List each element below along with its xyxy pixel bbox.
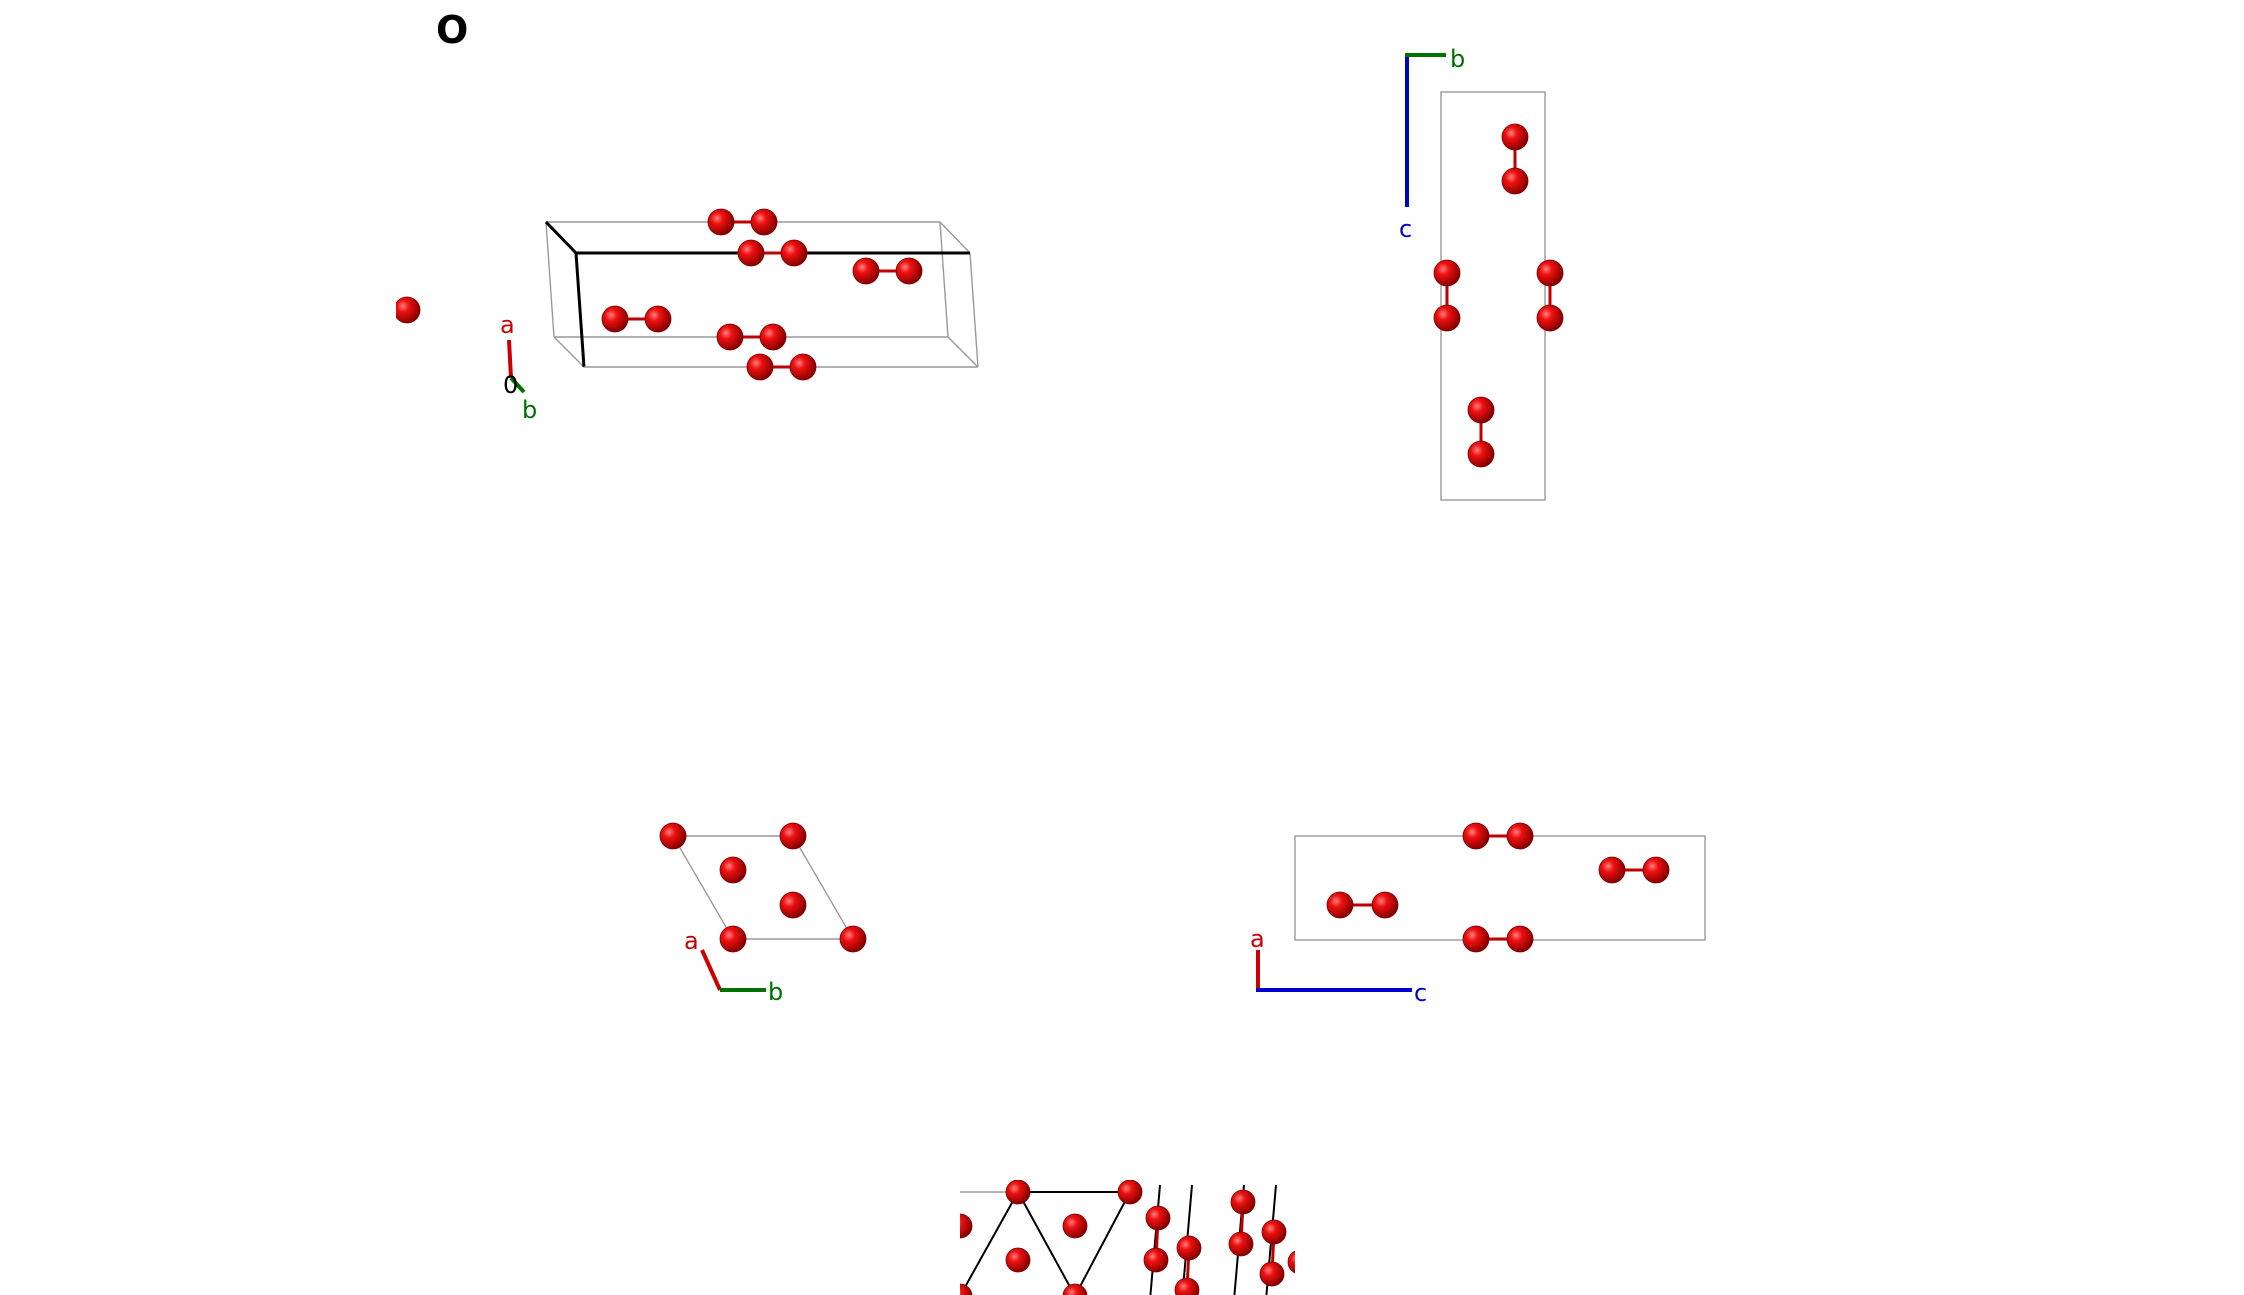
axis-label-a: a xyxy=(500,311,515,339)
oxygen-atom xyxy=(1062,1213,1088,1239)
oxygen-atom xyxy=(1598,856,1626,884)
oxygen-atom xyxy=(895,257,923,285)
oxygen-atom xyxy=(759,323,787,351)
unit-cell-along-b xyxy=(1294,835,1706,941)
oxygen-atom xyxy=(1261,1219,1287,1245)
oxygen-atom xyxy=(1287,1250,1295,1274)
atoms-edge xyxy=(380,290,421,330)
oxygen-atom xyxy=(750,208,778,236)
oxygen-atom xyxy=(839,925,867,953)
oxygen-atom xyxy=(960,1213,973,1239)
oxygen-atom xyxy=(719,925,747,953)
axis-triad-along-c: a b xyxy=(684,927,783,1006)
oxygen-atom xyxy=(1501,167,1529,195)
oxygen-atom xyxy=(716,323,744,351)
oxygen-atom xyxy=(1642,856,1670,884)
oxygen-atom xyxy=(1176,1235,1202,1261)
oxygen-atom xyxy=(1005,1180,1031,1205)
oxygen-atom xyxy=(1501,123,1529,151)
oxygen-atom xyxy=(789,353,817,381)
axis-triad-along-b: a c xyxy=(1250,925,1427,1007)
oxygen-atom xyxy=(1145,1205,1171,1231)
view-along-b: a c xyxy=(1250,822,1706,1007)
atoms-along-a xyxy=(1433,123,1564,468)
oxygen-atom xyxy=(1462,925,1490,953)
oxygen-atom xyxy=(779,891,807,919)
axis-label-a-view4: a xyxy=(1250,925,1265,953)
atoms-perspective xyxy=(601,208,923,381)
atoms-supercell xyxy=(960,1180,1295,1295)
oxygen-atom xyxy=(1228,1231,1254,1257)
oxygen-atom xyxy=(1005,1247,1031,1273)
oxygen-atom xyxy=(737,239,765,267)
axis-label-b-view2: b xyxy=(1450,45,1465,73)
oxygen-atom xyxy=(1230,1189,1256,1215)
axis-label-origin: 0 xyxy=(503,371,518,399)
oxygen-atom xyxy=(780,239,808,267)
oxygen-atom xyxy=(1326,891,1354,919)
oxygen-atom xyxy=(601,305,629,333)
view-along-a: b c xyxy=(1399,45,1564,501)
axis-triad-perspective: a 0 b xyxy=(500,311,537,424)
oxygen-atom xyxy=(1433,304,1461,332)
view-perspective: a 0 b xyxy=(500,208,979,424)
oxygen-atom xyxy=(852,257,880,285)
unit-cell-along-a xyxy=(1440,91,1546,501)
oxygen-atom xyxy=(746,353,774,381)
oxygen-atom xyxy=(1506,822,1534,850)
oxygen-atom xyxy=(1174,1277,1200,1295)
oxygen-atom xyxy=(1062,1283,1088,1295)
oxygen-atom xyxy=(1259,1261,1285,1287)
oxygen-atom xyxy=(1143,1247,1169,1273)
oxygen-atom xyxy=(1467,396,1495,424)
axis-label-b-view3: b xyxy=(768,978,783,1006)
oxygen-atom xyxy=(1117,1180,1143,1205)
oxygen-atom xyxy=(644,305,672,333)
oxygen-atom xyxy=(779,822,807,850)
oxygen-atom xyxy=(1506,925,1534,953)
oxygen-atom xyxy=(1462,822,1490,850)
axis-label-c-view2: c xyxy=(1399,215,1412,243)
oxygen-atom xyxy=(1467,440,1495,468)
unit-cell-back xyxy=(545,221,979,368)
oxygen-atom xyxy=(719,856,747,884)
oxygen-atom xyxy=(1536,304,1564,332)
oxygen-atom xyxy=(1536,259,1564,287)
oxygen-atom xyxy=(1433,259,1461,287)
supercell-edges xyxy=(960,1184,1277,1295)
axis-label-c-view4: c xyxy=(1414,979,1427,1007)
oxygen-atom xyxy=(659,822,687,850)
view-along-c: a b xyxy=(659,822,867,1006)
oxygen-atom xyxy=(707,208,735,236)
oxygen-atom-edge xyxy=(393,296,421,324)
crop-mask xyxy=(380,290,396,330)
axis-triad-along-a: b c xyxy=(1399,45,1465,243)
atoms-along-c xyxy=(659,822,867,953)
structure-title: O xyxy=(436,8,469,52)
view-supercell xyxy=(960,1180,1295,1295)
oxygen-atom xyxy=(960,1283,973,1295)
oxygen-atom xyxy=(1371,891,1399,919)
axis-label-a-view3: a xyxy=(684,927,699,955)
axis-label-b: b xyxy=(522,396,537,424)
atoms-along-b xyxy=(1326,822,1670,953)
unit-cell-along-c xyxy=(671,835,855,940)
